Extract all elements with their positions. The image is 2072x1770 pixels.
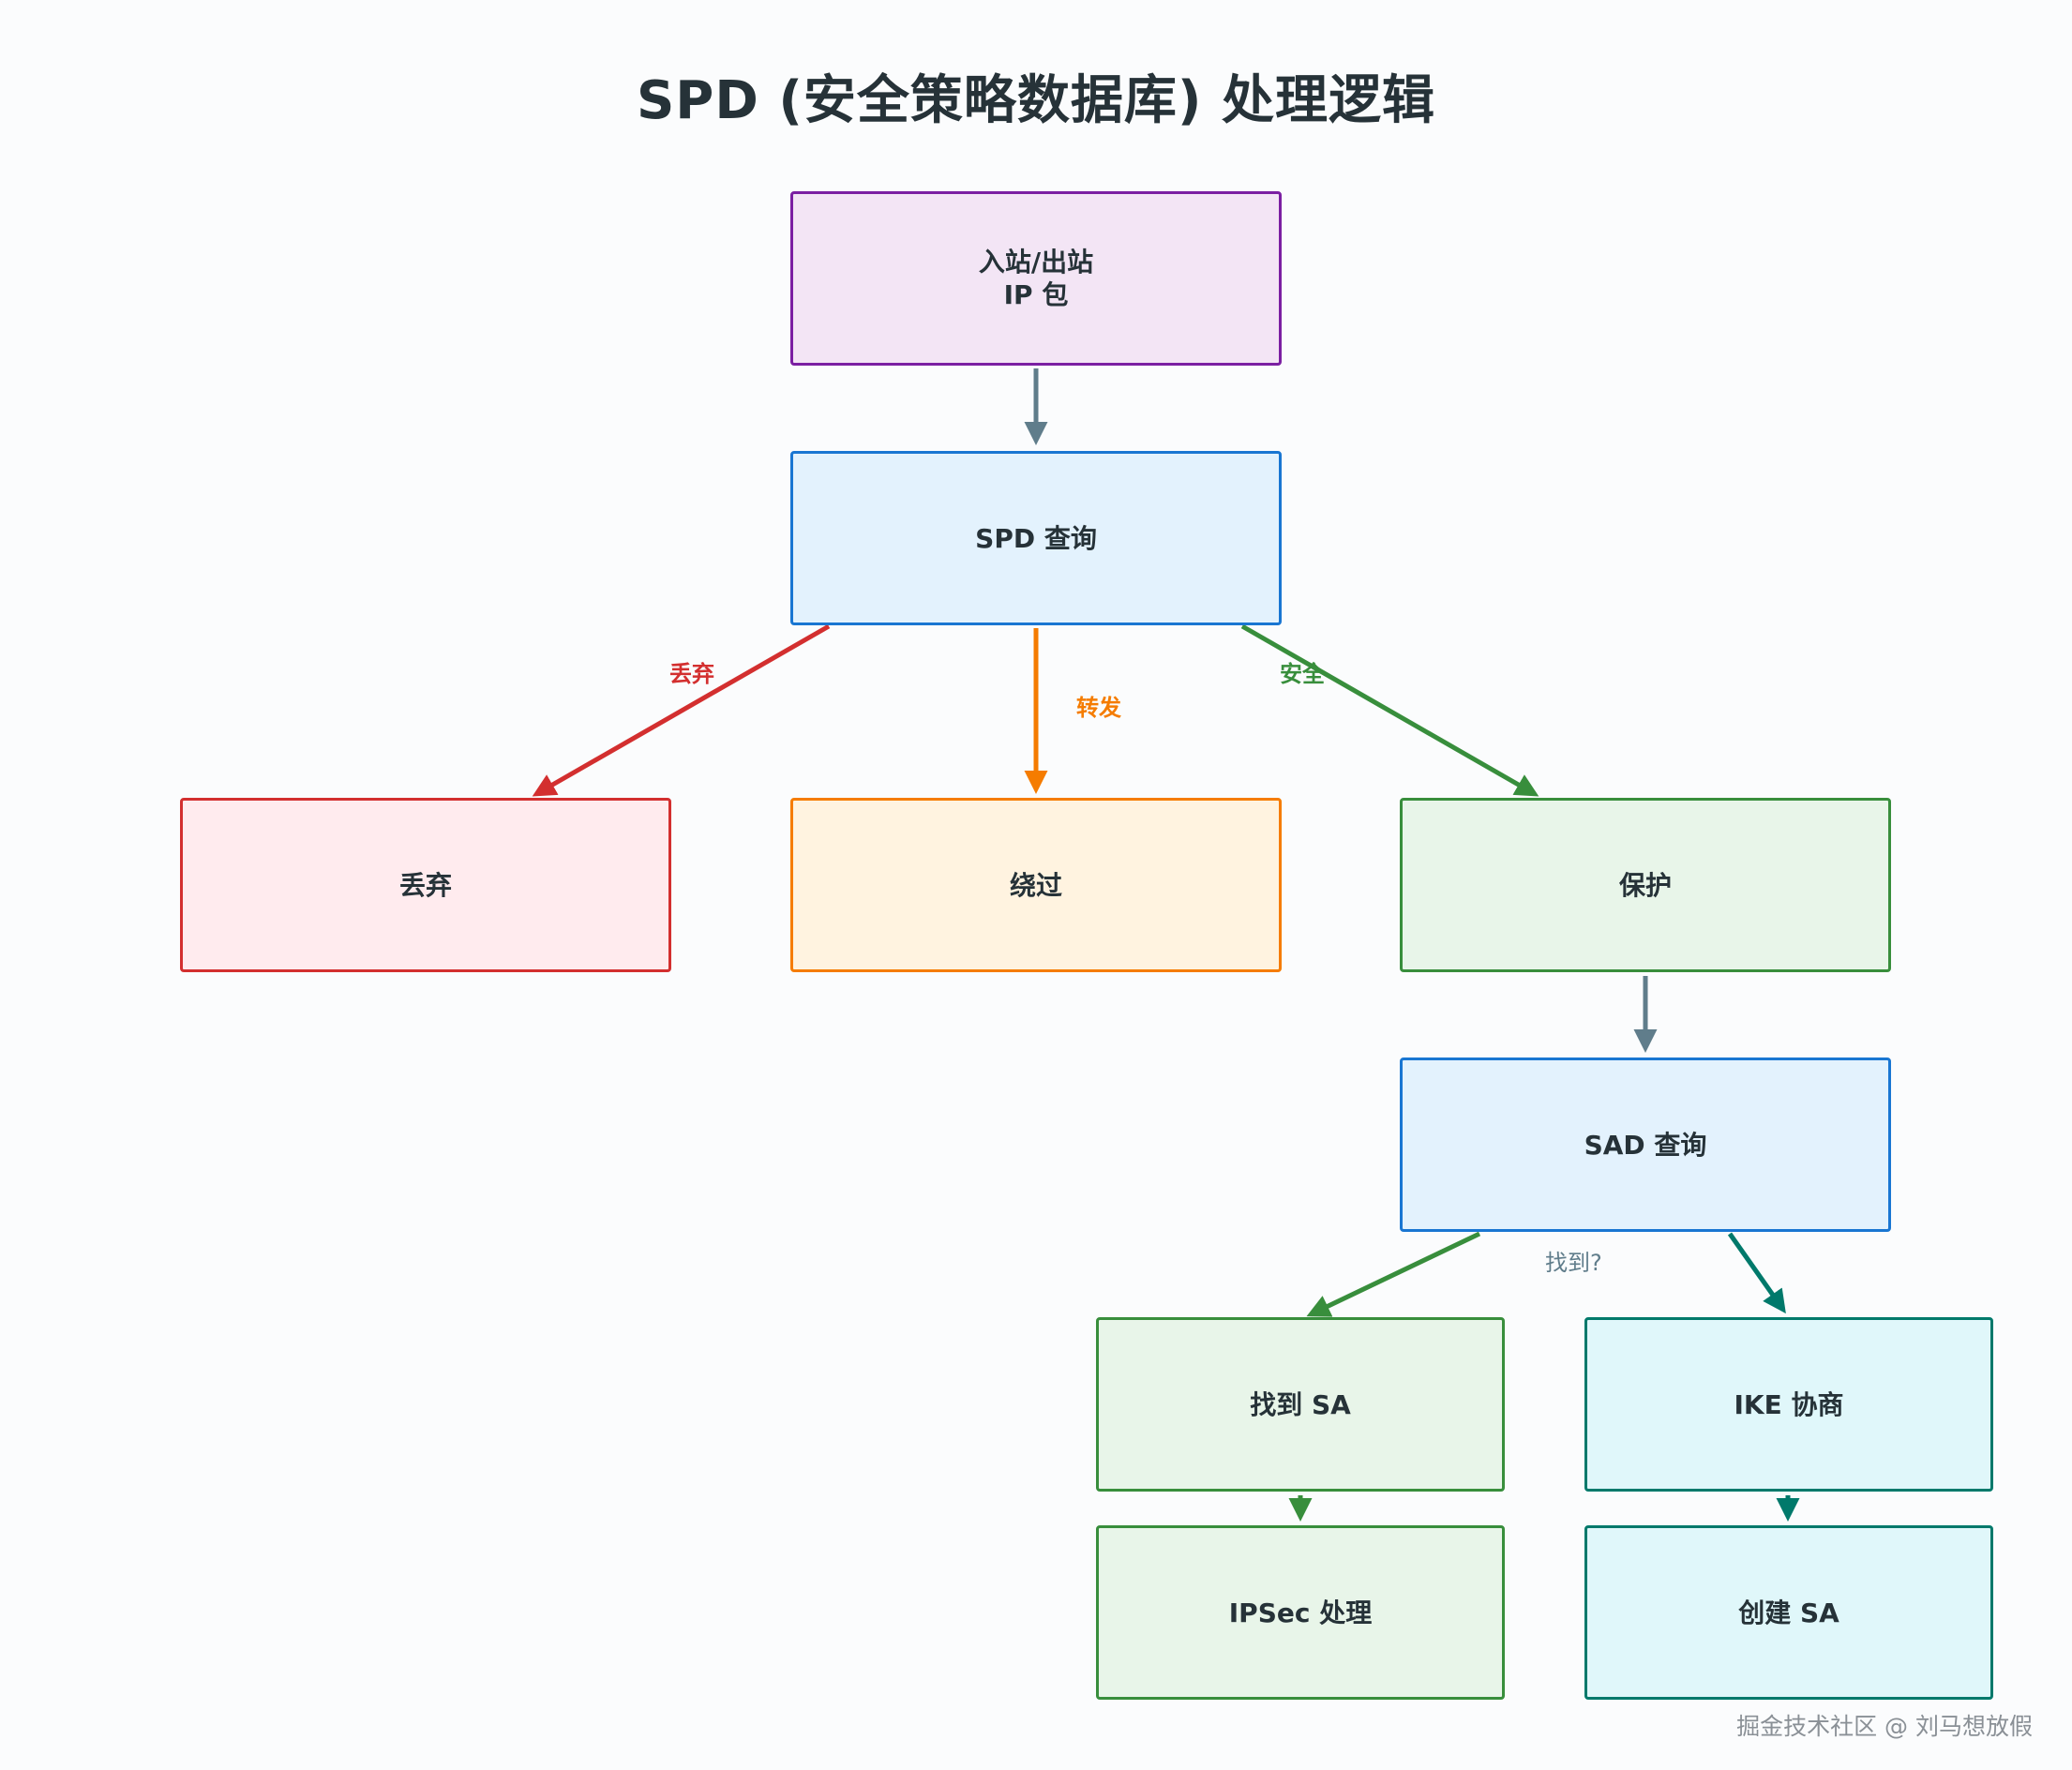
edge-label-forward: 转发 <box>1076 695 1121 721</box>
diagram-title: SPD (安全策略数据库) 处理逻辑 <box>636 70 1436 131</box>
node-discard-label: 丢弃 <box>398 869 452 901</box>
node-sa-found-label: 找到 SA <box>1250 1388 1351 1420</box>
arrow-spd-to-discard <box>532 623 831 797</box>
node-ipsec-label: IPSec 处理 <box>1228 1597 1373 1628</box>
node-protect-label: 保护 <box>1618 869 1672 901</box>
node-ike: IKE 协商 <box>1584 1317 1993 1492</box>
node-ip-packet-line1: 入站/出站 <box>978 247 1094 278</box>
node-create-sa: 创建 SA <box>1584 1525 1993 1700</box>
arrow-sad-to-ike <box>1727 1232 1786 1314</box>
arrow-sad-to-found <box>1306 1231 1481 1317</box>
node-ip-packet: 入站/出站 IP 包 <box>790 191 1282 366</box>
edge-label-secure: 安全 <box>1280 661 1325 687</box>
node-sad-query-label: SAD 查询 <box>1584 1129 1707 1161</box>
edge-label-found: 找到? <box>1545 1250 1602 1276</box>
node-spd-query: SPD 查询 <box>790 451 1282 625</box>
arrow-spd-to-protect <box>1240 623 1539 797</box>
node-protect: 保护 <box>1400 798 1891 972</box>
watermark: 掘金技术社区 @ 刘马想放假 <box>1736 1713 2033 1740</box>
node-sa-found: 找到 SA <box>1096 1317 1505 1492</box>
node-ip-packet-line2: IP 包 <box>1003 279 1069 310</box>
node-ipsec: IPSec 处理 <box>1096 1525 1505 1700</box>
node-discard: 丢弃 <box>180 798 671 972</box>
node-bypass-label: 绕过 <box>1009 869 1062 901</box>
node-sad-query: SAD 查询 <box>1400 1058 1891 1232</box>
edge-label-discard: 丢弃 <box>669 661 714 687</box>
node-create-sa-label: 创建 SA <box>1738 1597 1839 1628</box>
node-bypass: 绕过 <box>790 798 1282 972</box>
node-spd-query-label: SPD 查询 <box>975 522 1097 554</box>
node-ike-label: IKE 协商 <box>1734 1388 1844 1420</box>
